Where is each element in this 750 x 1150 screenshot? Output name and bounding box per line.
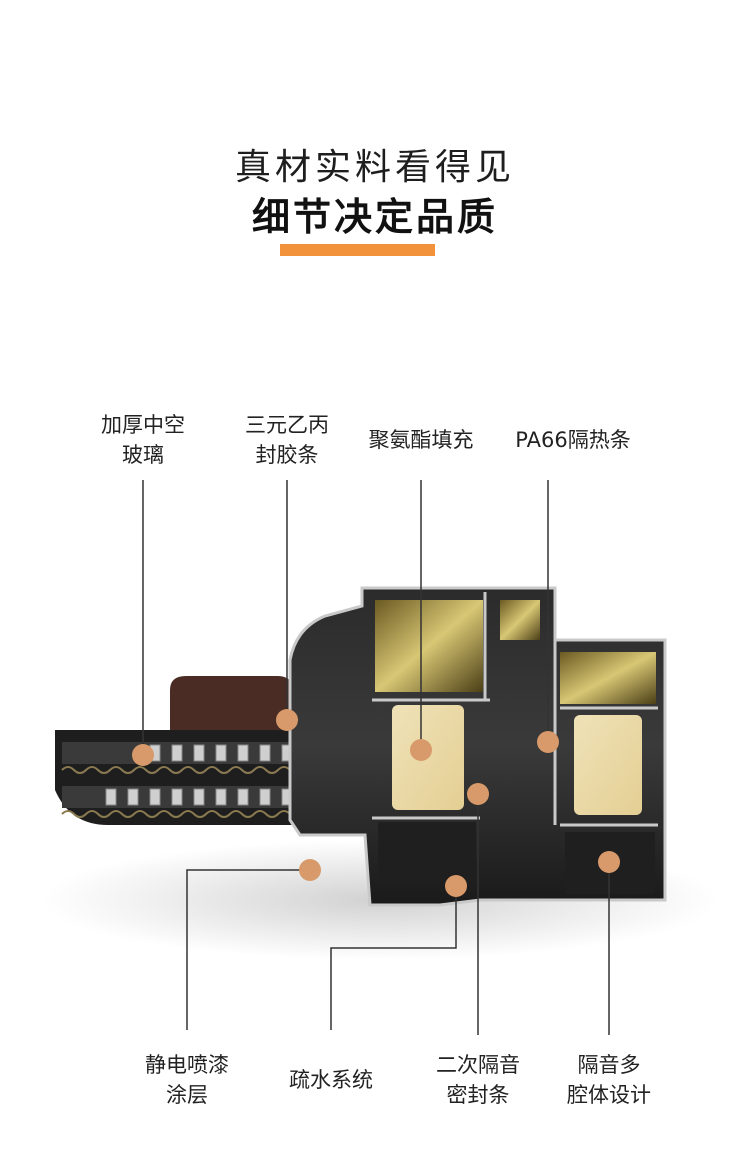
- page-subtitle: 细节决定品质: [251, 195, 498, 239]
- marker-multi-chamber: [598, 851, 620, 873]
- callout-hollow-glass: 加厚中空 玻璃: [101, 413, 185, 467]
- callout-multi-chamber: 隔音多 腔体设计: [567, 1053, 651, 1107]
- leader-lines: [142, 480, 610, 1035]
- marker-powder-coating: [299, 859, 321, 881]
- glazing-bead: [170, 676, 300, 730]
- callout-powder-coating: 静电喷漆 涂层: [145, 1053, 229, 1107]
- callout-polyurethane: 聚氨酯填充: [368, 428, 474, 452]
- polyurethane-fill-right: [574, 715, 642, 815]
- callout-markers: [132, 709, 620, 897]
- marker-polyurethane: [410, 739, 432, 761]
- hollow-glass-unit: [55, 730, 362, 825]
- marker-hollow-glass: [132, 744, 154, 766]
- marker-secondary-seal: [467, 783, 489, 805]
- marker-epdm-seal: [276, 709, 298, 731]
- callout-pa66-strip: PA66隔热条: [515, 428, 631, 452]
- accent-bar: [280, 244, 435, 256]
- callout-secondary-seal: 二次隔音 密封条: [436, 1053, 520, 1107]
- marker-pa66-strip: [537, 731, 559, 753]
- marker-drainage: [445, 875, 467, 897]
- page-title: 真材实料看得见: [234, 147, 515, 188]
- callout-drainage: 疏水系统: [289, 1068, 373, 1092]
- callout-epdm-seal: 三元乙丙 封胶条: [245, 413, 329, 467]
